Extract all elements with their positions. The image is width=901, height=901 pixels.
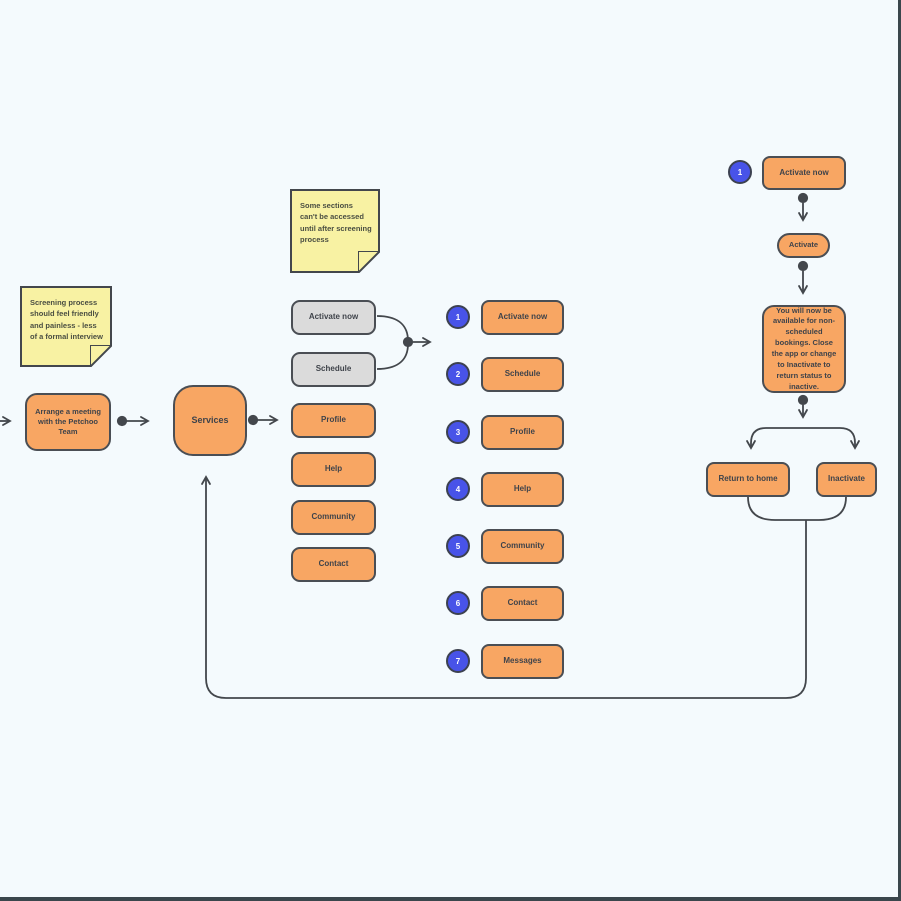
activation-message-node[interactable]: You will now be available for non-schedu… [762, 305, 846, 393]
numbered-item-community[interactable]: Community [481, 529, 564, 564]
sticky-note-screening[interactable]: Screening process should feel friendly a… [20, 286, 112, 367]
node-label: Schedule [504, 369, 541, 379]
node-label: Contact [318, 559, 349, 569]
node-label: Inactivate [828, 474, 865, 484]
connector-dot [402, 336, 414, 348]
numbered-item-help[interactable]: Help [481, 472, 564, 507]
numbered-item-schedule[interactable]: Schedule [481, 357, 564, 392]
badge-number: 1 [455, 312, 461, 322]
activate-button-node[interactable]: Activate [777, 233, 830, 258]
connector-activate-converge [376, 315, 409, 342]
node-label: Arrange a meeting with the Petchoo Team [35, 406, 101, 437]
menu-item-activate-now-locked[interactable]: Activate now [291, 300, 376, 335]
note-fold-icon [358, 251, 380, 273]
step-badge-4[interactable]: 4 [446, 477, 470, 501]
node-label: You will now be available for non-schedu… [771, 305, 837, 391]
node-label: Activate now [308, 312, 359, 322]
sticky-note-text: Some sections can't be accessed until af… [300, 201, 372, 244]
menu-item-schedule-locked[interactable]: Schedule [291, 352, 376, 387]
note-fold-icon [90, 345, 112, 367]
step-badge-5[interactable]: 5 [446, 534, 470, 558]
node-label: Help [324, 464, 343, 474]
node-label: Profile [510, 427, 535, 437]
menu-item-community[interactable]: Community [291, 500, 376, 535]
step-badge-3[interactable]: 3 [446, 420, 470, 444]
connector-dot [797, 192, 809, 204]
numbered-item-messages[interactable]: Messages [481, 644, 564, 679]
node-label: Community [500, 541, 545, 551]
sticky-note-sections[interactable]: Some sections can't be accessed until af… [290, 189, 380, 273]
badge-number: 2 [455, 369, 461, 379]
connector-dot [116, 415, 128, 427]
connector-merge-left [747, 496, 806, 521]
option-return-to-home[interactable]: Return to home [706, 462, 790, 497]
connector-dot [797, 394, 809, 406]
node-services[interactable]: Services [173, 385, 247, 456]
node-label: Schedule [315, 364, 352, 374]
numbered-item-profile[interactable]: Profile [481, 415, 564, 450]
node-label: Profile [321, 415, 346, 425]
activation-step-badge[interactable]: 1 [728, 160, 752, 184]
step-badge-7[interactable]: 7 [446, 649, 470, 673]
node-label: Return to home [718, 474, 778, 484]
node-arrange-meeting[interactable]: Arrange a meeting with the Petchoo Team [25, 393, 111, 451]
sticky-note-text: Screening process should feel friendly a… [30, 298, 103, 341]
menu-item-profile[interactable]: Profile [291, 403, 376, 438]
connector-merge-right [806, 496, 847, 521]
numbered-item-contact[interactable]: Contact [481, 586, 564, 621]
connector-dot [247, 414, 259, 426]
numbered-item-activate-now[interactable]: Activate now [481, 300, 564, 335]
badge-number: 6 [455, 598, 461, 608]
badge-number: 5 [455, 541, 461, 551]
option-inactivate[interactable]: Inactivate [816, 462, 877, 497]
badge-number: 3 [455, 427, 461, 437]
menu-item-help[interactable]: Help [291, 452, 376, 487]
badge-number: 4 [455, 484, 461, 494]
badge-number: 7 [455, 656, 461, 666]
node-label: Messages [503, 656, 542, 666]
step-badge-6[interactable]: 6 [446, 591, 470, 615]
connector-schedule-converge [376, 343, 409, 370]
node-label: Services [191, 415, 229, 426]
node-label: Activate now [497, 312, 548, 322]
connector-dot [797, 260, 809, 272]
node-label: Contact [507, 598, 538, 608]
activation-start-node[interactable]: Activate now [762, 156, 846, 190]
node-label: Help [513, 484, 532, 494]
node-label: Activate now [779, 167, 829, 177]
step-badge-1[interactable]: 1 [446, 305, 470, 329]
menu-item-contact[interactable]: Contact [291, 547, 376, 582]
node-label: Community [311, 512, 356, 522]
step-badge-2[interactable]: 2 [446, 362, 470, 386]
node-label: Activate [788, 240, 819, 250]
connector-split-bracket [746, 427, 860, 450]
badge-number: 1 [737, 167, 743, 177]
